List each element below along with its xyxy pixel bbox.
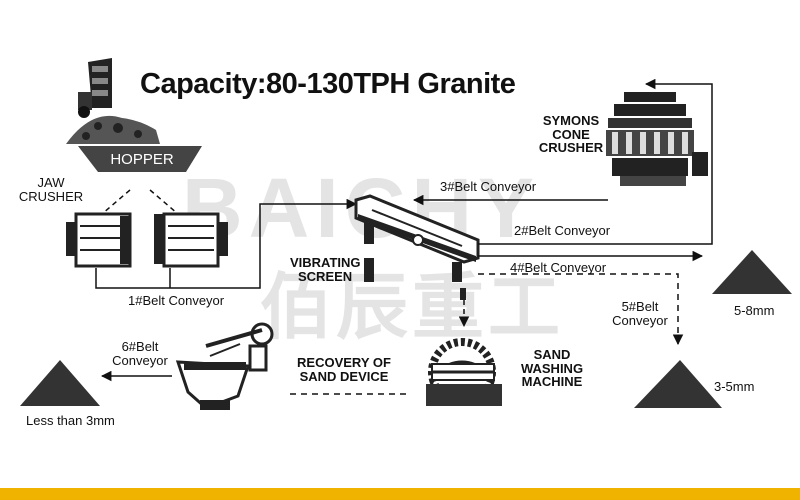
jaw-crusher-label: JAW CRUSHER <box>14 176 88 203</box>
rock-pile-icon <box>66 115 160 144</box>
sand-recovery-label: RECOVERY OF SAND DEVICE <box>292 356 396 383</box>
product-3-5mm-label: 3-5mm <box>714 379 755 394</box>
conveyor-6-label: 6#Belt Conveyor <box>106 340 174 367</box>
conveyor-6-label-line1: 6#Belt <box>121 339 159 354</box>
conveyor-5-label-line2: Conveyor <box>612 312 668 328</box>
sand-washing-label-line1: SAND <box>533 347 571 362</box>
conveyor-2-label: 2#Belt Conveyor <box>514 223 611 238</box>
conveyor-6-label-line2: Conveyor <box>112 352 168 368</box>
conveyor-3-label: 3#Belt Conveyor <box>440 179 537 194</box>
cone-crusher-label-line1: SYMONS <box>542 113 600 128</box>
cone-crusher <box>606 92 708 186</box>
accent-bar <box>0 488 800 500</box>
hopper <box>78 146 202 172</box>
cone-crusher-label: SYMONS CONE CRUSHER <box>532 114 610 155</box>
sand-washing-label-line3: MACHINE <box>521 374 583 390</box>
cone-crusher-label-line2: CONE <box>552 126 590 142</box>
jaw-crusher-right <box>154 212 228 268</box>
pile-5-8mm <box>712 250 792 294</box>
sand-recovery-device <box>175 322 274 410</box>
product-less-than-3mm-label: Less than 3mm <box>26 413 115 428</box>
jaw-crusher-label-line1: JAW <box>37 175 65 190</box>
watermark-cjk: 佰辰重工 <box>260 268 565 348</box>
dump-truck-icon <box>78 58 112 118</box>
conveyor-4-label: 4#Belt Conveyor <box>510 260 607 275</box>
hopper-label: HOPPER <box>110 151 174 168</box>
pile-3-5mm <box>634 360 722 408</box>
conveyor-5-label-line1: 5#Belt <box>621 299 659 314</box>
vibrating-screen <box>354 194 480 300</box>
vibrating-screen-label-line2: SCREEN <box>298 268 353 284</box>
jaw-crusher-left <box>66 212 132 268</box>
cone-crusher-label-line3: CRUSHER <box>538 140 604 156</box>
sand-recovery-label-line1: RECOVERY OF <box>297 355 391 370</box>
vibrating-screen-label-line1: VIBRATING <box>290 255 361 270</box>
product-5-8mm-label: 5-8mm <box>734 303 775 318</box>
pile-less-than-3mm <box>20 360 100 406</box>
sand-washing-label-line2: WASHING <box>520 360 584 376</box>
vibrating-screen-label: VIBRATING SCREEN <box>290 256 361 283</box>
conveyor-5-label: 5#Belt Conveyor <box>606 300 674 327</box>
conveyor-1-label: 1#Belt Conveyor <box>128 293 225 308</box>
jaw-crusher-label-line2: CRUSHER <box>18 188 84 204</box>
sand-washing-label: SAND WASHING MACHINE <box>512 348 592 389</box>
sand-washing-machine <box>426 338 502 406</box>
sand-recovery-label-line2: SAND DEVICE <box>299 368 389 384</box>
diagram-title: Capacity:80-130TPH Granite <box>140 68 516 100</box>
